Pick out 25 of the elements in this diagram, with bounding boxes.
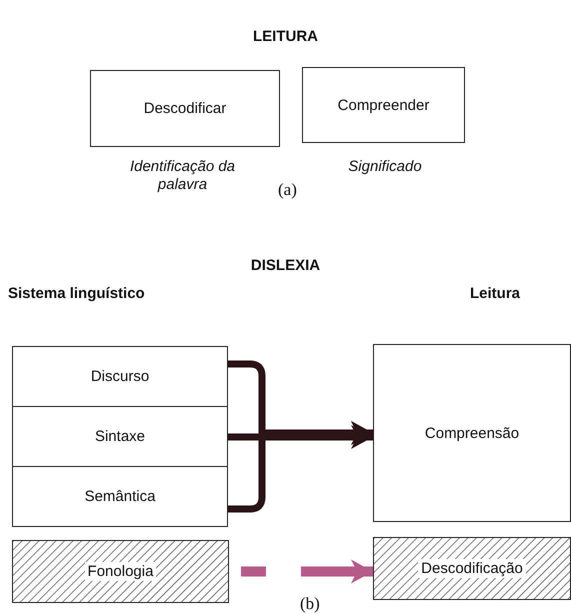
process-box [12,407,228,467]
box-label: Descodificação [418,559,526,578]
heading: Leitura [470,285,520,302]
box-label: Compreender [336,96,430,114]
box-label: Descodificar [142,99,228,118]
arrow [228,425,373,449]
hatched-box [12,540,229,603]
title: LEITURA [252,28,319,45]
box-label: Discurso [90,367,150,386]
process-box [12,346,228,407]
process-box [302,67,465,143]
figure-label: (b) [300,594,320,614]
node-label: Significado [347,158,423,176]
process-box [90,70,280,147]
hatched-box [373,537,571,600]
box-label: Fonologia [84,562,156,581]
process-box [12,467,228,527]
box-label: Compreensão [424,424,520,442]
heading: DISLEXIA [250,257,322,274]
node-label: Identificação da palavra [128,158,236,194]
heading: Sistema linguístico [8,285,145,302]
process-box [373,344,571,522]
box-label: Sintaxe [94,427,146,446]
box-label: Semântica [84,487,156,506]
figure-label: (a) [278,180,297,200]
